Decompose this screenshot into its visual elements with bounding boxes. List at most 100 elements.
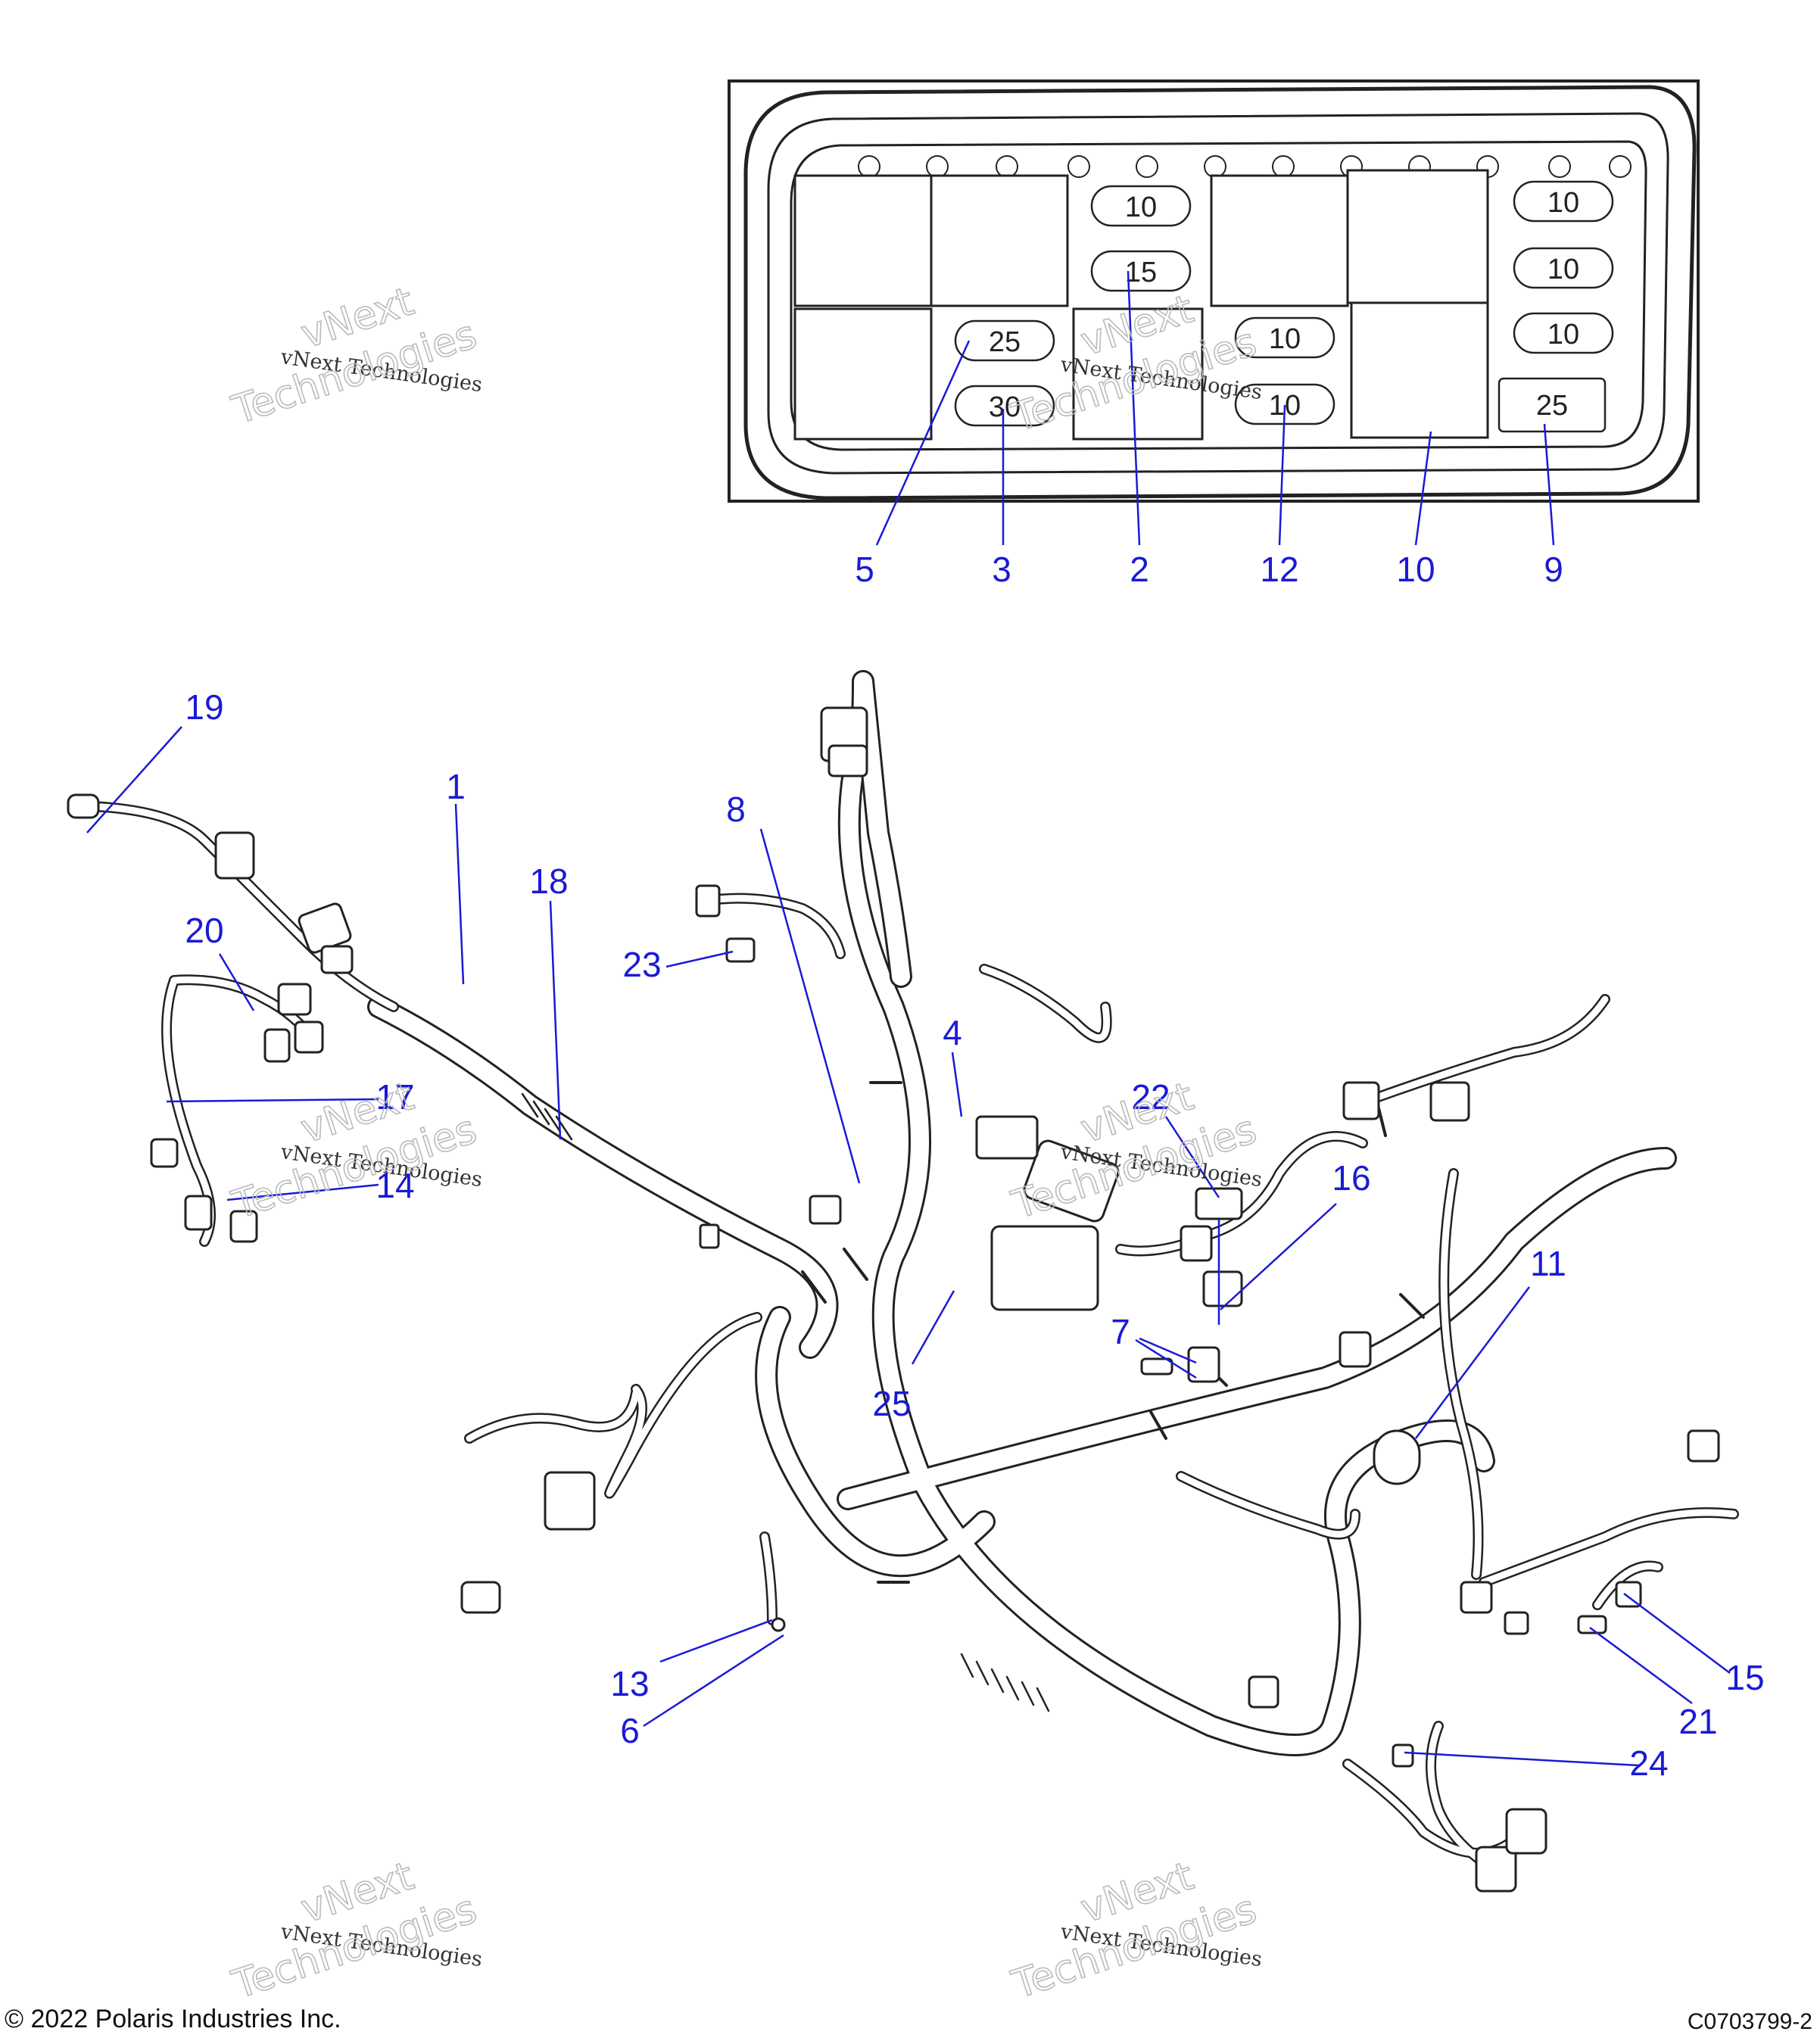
fuse [954, 319, 1055, 362]
connector [294, 1020, 324, 1054]
connector [1475, 1846, 1517, 1893]
connector [67, 793, 100, 819]
callout: 23 [622, 945, 661, 984]
relay [930, 174, 1069, 307]
connectors [67, 706, 1720, 1893]
relay [1072, 307, 1204, 441]
relay [793, 307, 933, 441]
watermark: vNext vNext Technologies Technologies [226, 279, 484, 435]
fuse [1090, 250, 1192, 292]
connector [229, 1210, 258, 1243]
wire-harness [86, 670, 1739, 1883]
fuse-rating: 10 [1269, 323, 1301, 355]
fuse [954, 385, 1055, 427]
callout: 13 [610, 1664, 649, 1703]
cable-ties [801, 1081, 1425, 1584]
copyright-notice: © 2022 Polaris Industries Inc. [5, 2005, 341, 2033]
fuse-rating: 15 [1125, 257, 1157, 288]
fuse-rating: 10 [1547, 187, 1579, 219]
relay [793, 174, 933, 307]
watermark: vNext vNext Technologies Technologies [1006, 1853, 1264, 2009]
connector [277, 983, 312, 1016]
callout: 21 [1678, 1702, 1717, 1741]
fuse-box-inset [728, 79, 1700, 503]
connector [1505, 1808, 1547, 1855]
connector [214, 831, 255, 880]
convoluted-tubing [521, 1092, 1050, 1712]
ring-terminal [771, 1617, 786, 1632]
fuse-box-housing [743, 85, 1697, 500]
connector [695, 884, 721, 918]
connector [1180, 1225, 1213, 1262]
connector [1339, 1331, 1372, 1368]
fuse-rating: 30 [989, 391, 1021, 423]
connector [809, 1195, 842, 1225]
connector-block [990, 1225, 1099, 1311]
relay-module [1195, 1187, 1243, 1220]
connector [1342, 1081, 1380, 1120]
fuse-rating: 10 [1547, 319, 1579, 351]
connector [460, 1581, 501, 1614]
connector [975, 1115, 1039, 1160]
connector [1429, 1081, 1470, 1122]
connector [544, 1471, 596, 1531]
connector [263, 1028, 291, 1063]
callout: 2 [1130, 550, 1149, 589]
fuse [1513, 180, 1614, 223]
callout: 3 [992, 550, 1011, 589]
fuse-box-tray [790, 140, 1647, 451]
callout: 12 [1260, 550, 1298, 589]
connector [725, 937, 756, 963]
fuse-rating: 25 [989, 326, 1021, 358]
connector [827, 744, 868, 777]
callout: 18 [529, 862, 568, 901]
callout: 24 [1629, 1743, 1668, 1783]
connector [1248, 1675, 1279, 1709]
connector [1392, 1743, 1414, 1768]
callout: 8 [726, 790, 746, 829]
connector [1504, 1611, 1529, 1635]
callout: 14 [376, 1166, 414, 1205]
fuse [1513, 247, 1614, 289]
watermark: vNext vNext Technologies Technologies [226, 1073, 484, 1229]
callout: 15 [1725, 1658, 1764, 1697]
connector [1577, 1615, 1607, 1634]
connector [1202, 1270, 1243, 1307]
inset-callouts: 5 3 2 12 10 9 [855, 550, 1563, 589]
connector [699, 1223, 720, 1249]
callout: 10 [1396, 550, 1435, 589]
callout: 19 [185, 687, 223, 727]
fuses [954, 180, 1614, 433]
callout: 4 [943, 1013, 962, 1052]
harness-leaders [86, 726, 1731, 1767]
fuse [1498, 377, 1607, 433]
inset-leaders [875, 270, 1555, 546]
callout: 6 [620, 1711, 640, 1750]
callout: 25 [872, 1384, 911, 1423]
callout: 9 [1544, 550, 1563, 589]
callout: 7 [1111, 1312, 1130, 1351]
connector [1687, 1429, 1720, 1463]
callout: 1 [446, 767, 466, 806]
harness-callouts: 19 1 18 20 17 14 23 8 4 22 16 25 7 11 13… [185, 687, 1764, 1783]
fuse [1234, 316, 1335, 359]
fuse [1513, 312, 1614, 354]
fuse [1090, 185, 1192, 227]
connector [1187, 1346, 1220, 1383]
relay [1210, 174, 1349, 307]
grommet [1373, 1429, 1421, 1485]
watermark: vNext vNext Technologies Technologies [226, 1853, 484, 2009]
relay [1350, 301, 1489, 439]
callout: 20 [185, 911, 223, 950]
fuse-box-housing-inner [767, 112, 1669, 475]
relay [1346, 169, 1489, 304]
callout: 11 [1530, 1244, 1566, 1283]
callout: 16 [1332, 1158, 1370, 1198]
inset-frame [728, 79, 1700, 503]
connector [1460, 1581, 1493, 1614]
connector [320, 945, 354, 974]
callout: 22 [1131, 1077, 1170, 1117]
callout: 17 [376, 1077, 414, 1117]
terminal-slots [858, 155, 1632, 178]
